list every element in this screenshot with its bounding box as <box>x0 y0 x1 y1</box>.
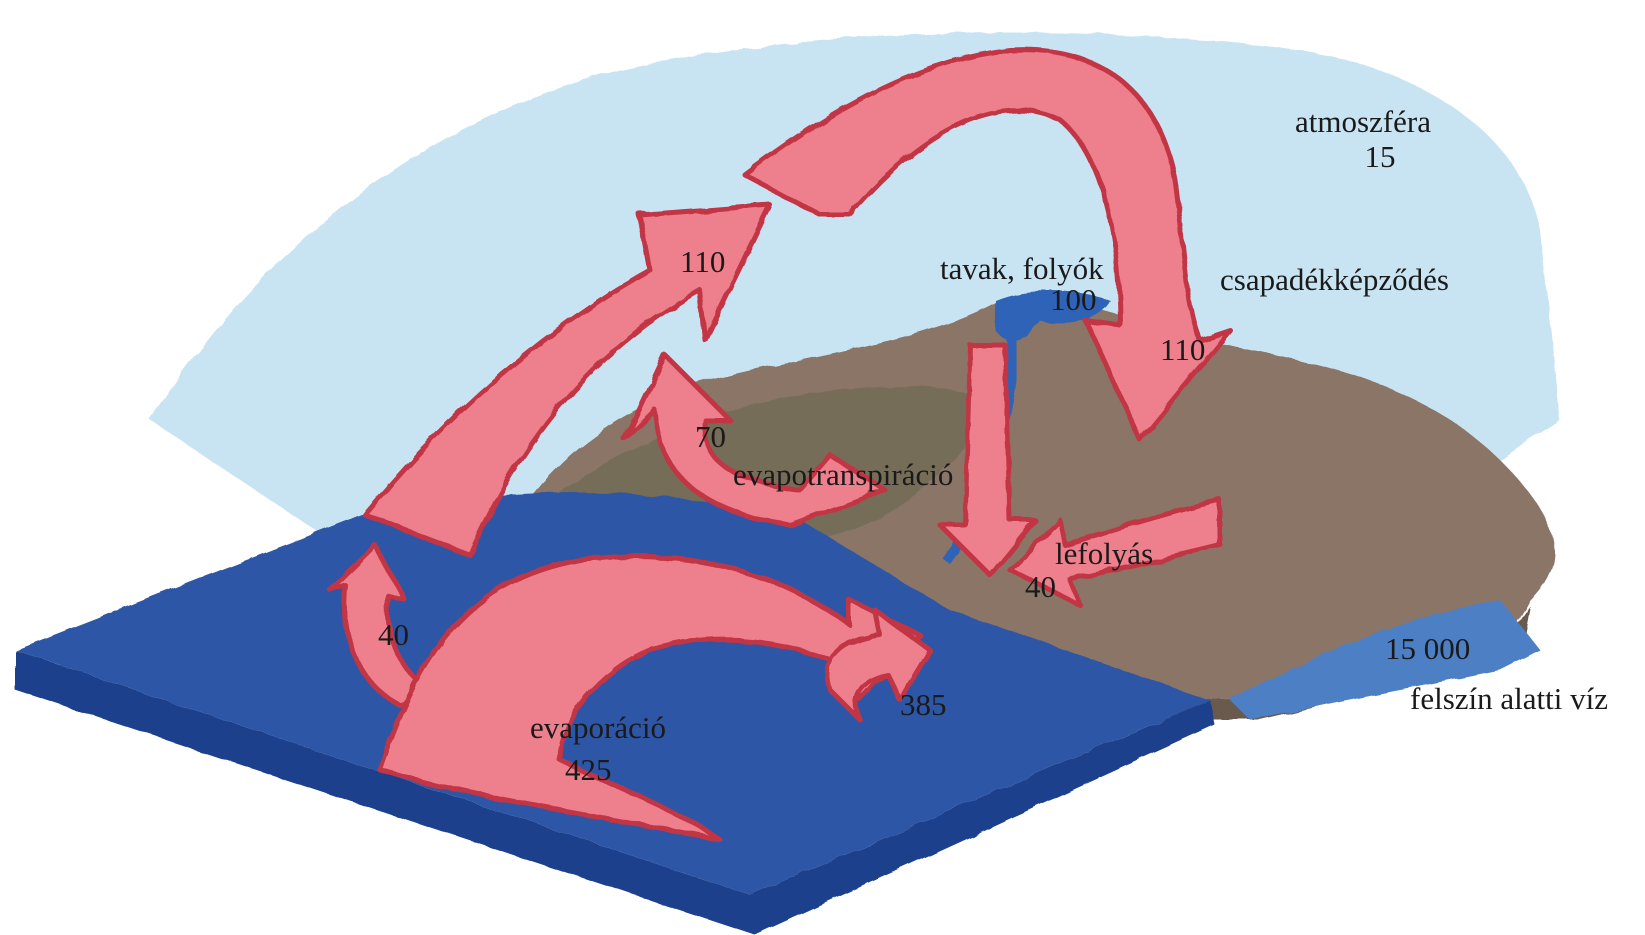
evaporation-value: 425 <box>565 753 612 787</box>
evapotranspiration-value: 70 <box>695 420 726 454</box>
transport-value: 110 <box>680 245 725 279</box>
atmosphere-label: atmoszféra <box>1295 105 1431 139</box>
lakes-rivers-value: 100 <box>1050 283 1097 317</box>
evapotranspiration-label: evapotranspiráció <box>733 458 953 492</box>
precipitation-label: csapadékképződés <box>1220 263 1449 297</box>
groundwater-label: felszín alatti víz <box>1410 682 1608 716</box>
groundwater-value: 15 000 <box>1385 632 1470 666</box>
ocean-precip-value: 385 <box>900 688 947 722</box>
atmosphere-value: 15 <box>1355 140 1405 174</box>
ocean-return-value: 40 <box>378 618 409 652</box>
runoff-label: lefolyás <box>1055 537 1153 571</box>
lakes-rivers-label: tavak, folyók <box>940 252 1104 286</box>
precipitation-value: 110 <box>1160 333 1205 367</box>
evaporation-label: evaporáció <box>530 711 666 745</box>
runoff-value: 40 <box>1025 570 1056 604</box>
